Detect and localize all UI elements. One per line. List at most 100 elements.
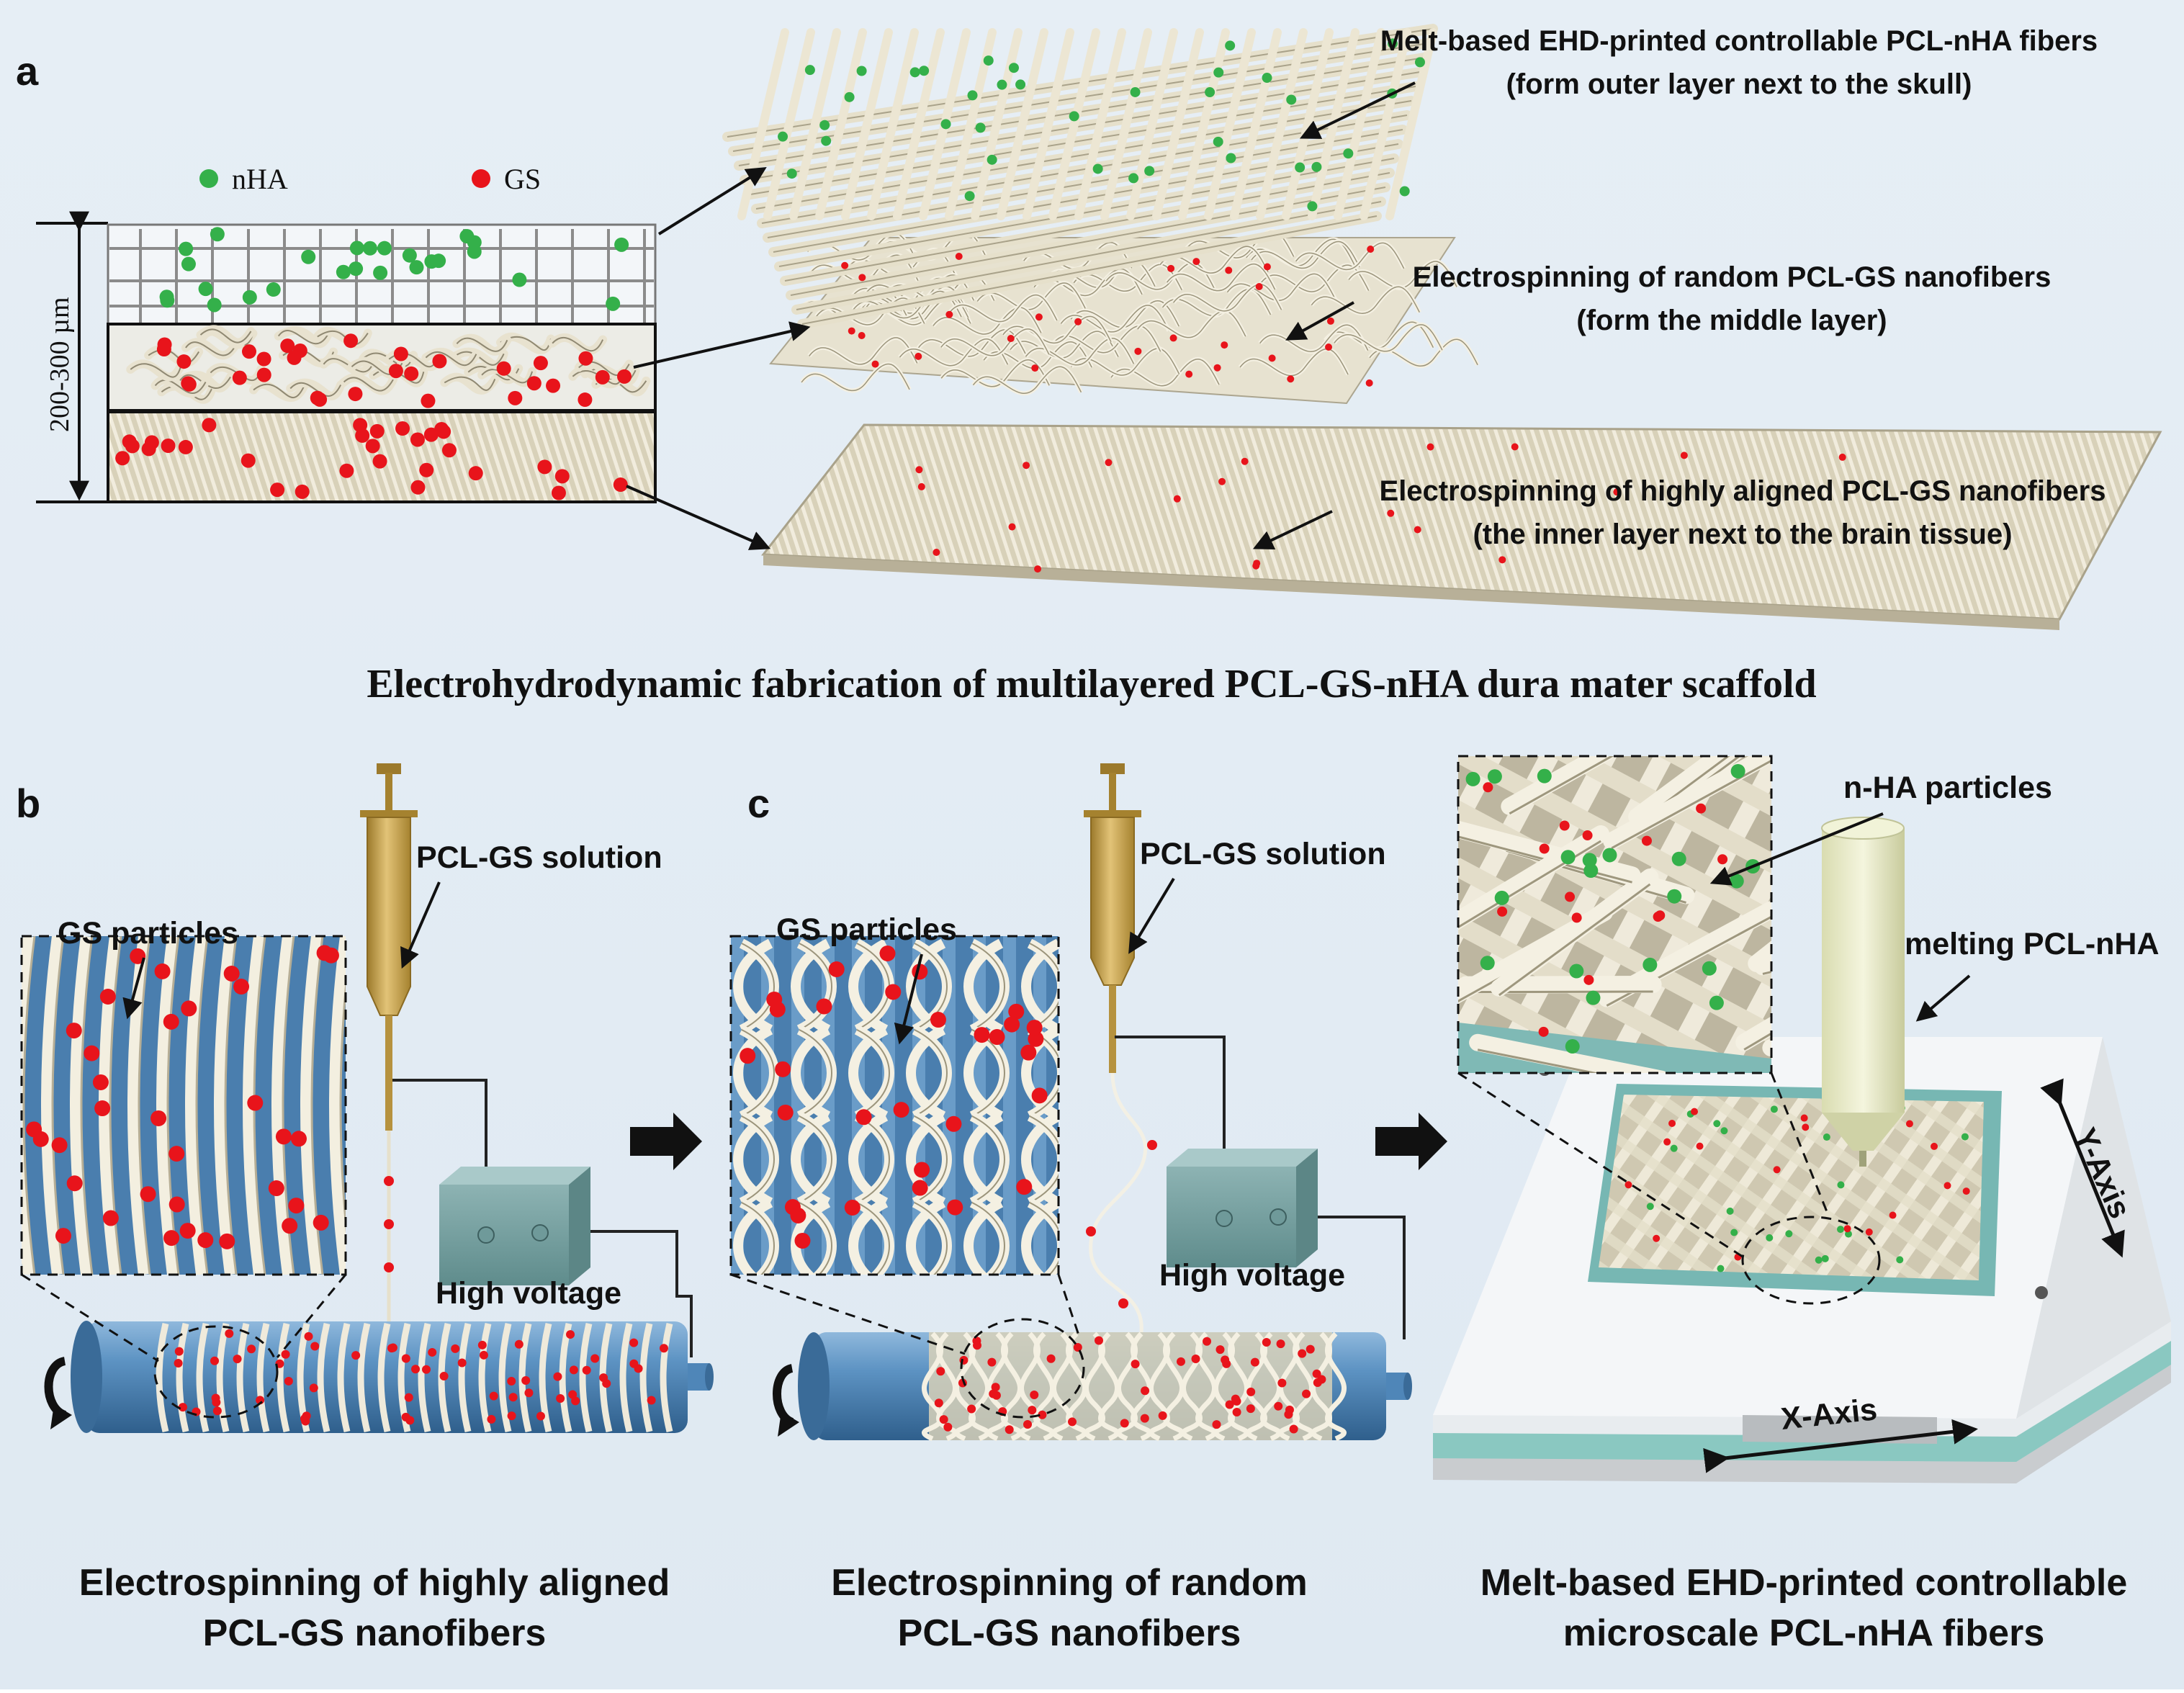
- gs-dot: [1641, 835, 1652, 846]
- gs-dot: [384, 1219, 394, 1229]
- random-loops: [126, 325, 651, 408]
- gs-dot: [304, 1332, 313, 1341]
- arrow-middle-to-sheet: [633, 321, 811, 369]
- gs-dot: [553, 1372, 562, 1381]
- gs-dot: [313, 1214, 329, 1231]
- zoom-line-c-left: [730, 1273, 966, 1355]
- inset-b: [22, 936, 346, 1275]
- gs-dot: [84, 1045, 100, 1061]
- nha-dot: [606, 296, 621, 311]
- drum-c-dots: [934, 1336, 1326, 1434]
- nha-dot: [210, 227, 225, 242]
- gs-dot: [1252, 562, 1260, 570]
- mesh-fiber: [1178, 28, 1230, 220]
- nha-dot: [1008, 63, 1019, 73]
- nha-dot: [336, 264, 351, 279]
- mesh-fiber-edge: [801, 215, 1378, 325]
- gs-dot: [176, 354, 192, 369]
- solution-label-c: PCL-GS solution: [1140, 837, 1386, 871]
- particle-dot: [1837, 1181, 1845, 1189]
- nha-dot: [614, 237, 629, 252]
- arrow-outer-to-sheet: [657, 167, 767, 235]
- gs-dot: [1276, 1339, 1285, 1349]
- gs-dot: [280, 338, 295, 354]
- mesh-fiber-edge: [750, 86, 1416, 195]
- inset-d-frame: [1457, 755, 1773, 1074]
- particle-dot: [1931, 1142, 1938, 1150]
- random-fiber-edge: [289, 382, 342, 397]
- gs-dot: [1008, 1003, 1025, 1020]
- gs-dot: [343, 333, 359, 349]
- particle-dot: [1773, 1166, 1781, 1174]
- gs-dot: [401, 1354, 410, 1363]
- gs-dot: [432, 354, 447, 369]
- random-fiber-edge: [362, 352, 415, 367]
- gs-dot: [1213, 364, 1221, 372]
- printed-fiber-edge: [1506, 849, 1686, 904]
- gs-dot: [917, 482, 925, 490]
- gs-dot: [945, 310, 953, 318]
- nha-dot: [1399, 186, 1410, 197]
- sheet-loop-edge: [976, 282, 1086, 310]
- nha-dot: [1494, 890, 1509, 905]
- printed-fiber: [1469, 1033, 1668, 1073]
- random-loop-edge: [1029, 1115, 1059, 1203]
- caption-d-2: microscale PCL-nHA fibers: [1563, 1612, 2044, 1654]
- gs-dot: [404, 1393, 413, 1402]
- drum-fiber: [660, 1322, 673, 1433]
- nha-legend-label: nHA: [232, 163, 288, 195]
- drum-fiber: [619, 1322, 633, 1433]
- gs-dot: [247, 1095, 264, 1111]
- nha-dot: [1311, 161, 1322, 172]
- particles-arrow-c: [894, 953, 923, 1045]
- wire-c-side: [1278, 1216, 1406, 1339]
- random-fiber-edge: [552, 337, 604, 352]
- gs-dot: [1158, 1411, 1167, 1420]
- arrow-inner-to-sheet: [626, 485, 771, 550]
- random-loop: [906, 1198, 946, 1275]
- drum-fiber: [216, 1322, 230, 1433]
- nha-dot: [987, 154, 997, 165]
- printed-fiber-edge: [1611, 759, 1771, 850]
- gs-dot: [288, 1198, 305, 1214]
- drum-loop: [1259, 1332, 1282, 1442]
- mesh-fiber: [1048, 28, 1100, 220]
- gs-dot: [353, 418, 368, 433]
- caption-b-1: Electrospinning of highly aligned: [79, 1562, 670, 1604]
- stage-screw-2: [2035, 1286, 2048, 1299]
- gs-dot: [1167, 264, 1175, 272]
- nha-dot: [373, 265, 388, 280]
- particle-dot: [1961, 1133, 1969, 1141]
- random-fiber: [440, 372, 500, 395]
- gs-dot: [1498, 556, 1506, 564]
- ring-fiber-edge: [195, 936, 209, 1275]
- sheet-loop-edge: [1002, 315, 1112, 344]
- inset-b-frame: [20, 935, 347, 1276]
- nha-dot: [266, 282, 281, 297]
- particle-dot: [1905, 1120, 1913, 1128]
- particle-dot: [1836, 1226, 1844, 1234]
- gs-dot: [232, 370, 247, 385]
- gs-dot: [1007, 335, 1015, 343]
- gs-dot: [94, 1100, 111, 1117]
- ring-fiber-edge: [224, 936, 238, 1275]
- drum-fiber: [377, 1322, 391, 1433]
- nha-dot: [1537, 768, 1552, 783]
- gs-dot: [582, 1365, 591, 1375]
- nha-dot: [1343, 148, 1354, 159]
- collector-drum-c: [798, 1332, 1412, 1442]
- drum-b-dots: [174, 1329, 668, 1426]
- random-loop-edge: [741, 1115, 775, 1203]
- gs-dot: [1511, 443, 1519, 451]
- gs-dot: [508, 390, 523, 405]
- gs-dot: [659, 1344, 668, 1353]
- exploded-layers: [722, 24, 2162, 630]
- gs-legend-label: GS: [504, 163, 541, 195]
- drum-fiber: [498, 1322, 512, 1433]
- gs-dot: [1583, 974, 1594, 985]
- random-fiber-edge: [185, 341, 237, 356]
- mesh-fiber: [1126, 28, 1178, 220]
- drum-fiber: [559, 1322, 572, 1433]
- random-loop-edge: [1029, 1202, 1059, 1275]
- random-loop: [1021, 938, 1059, 1035]
